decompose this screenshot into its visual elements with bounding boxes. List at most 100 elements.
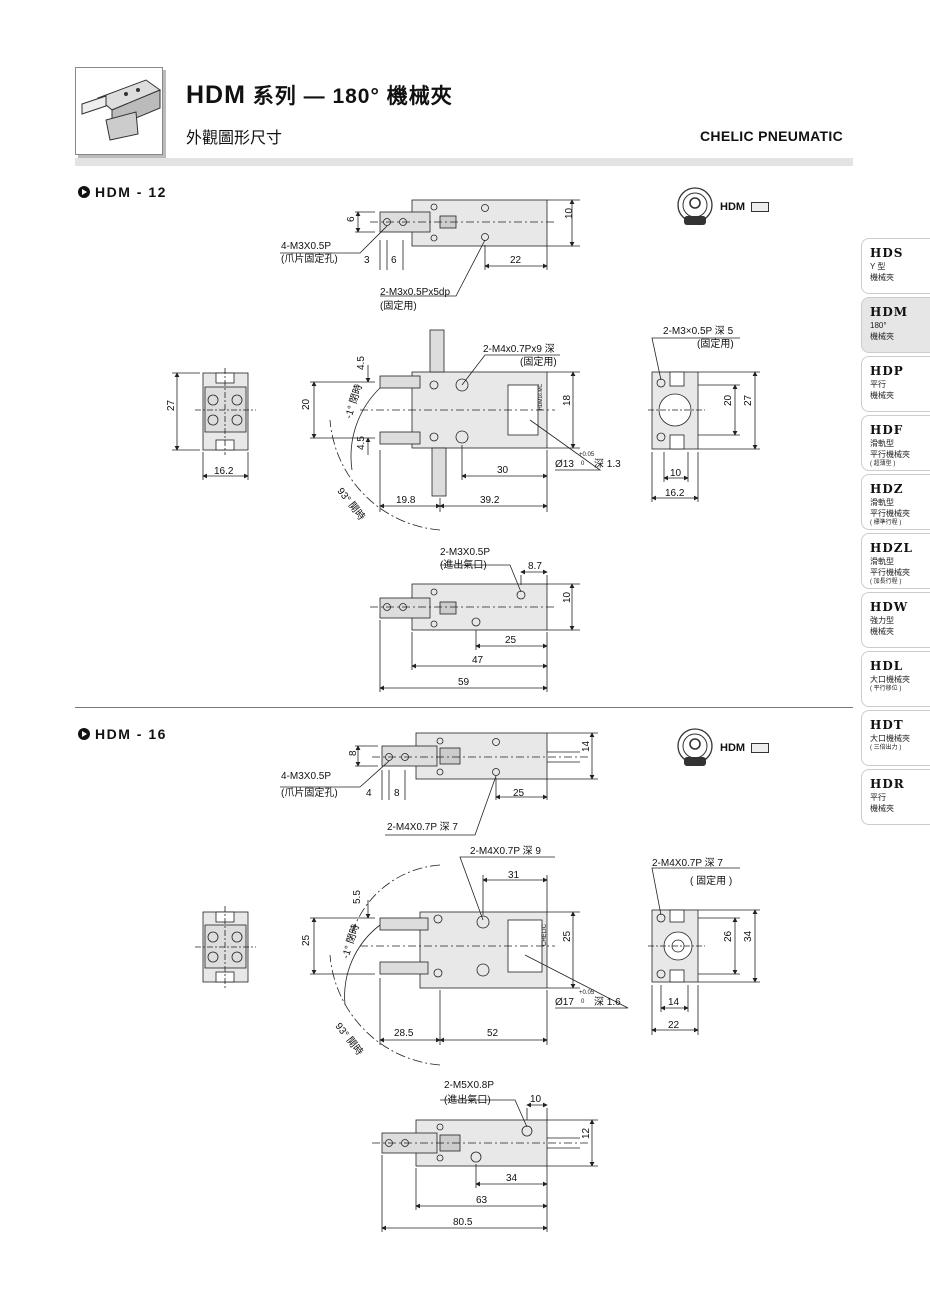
svg-text:34: 34 — [743, 930, 754, 942]
play-circle-icon — [78, 186, 90, 198]
svg-text:22: 22 — [668, 1020, 680, 1031]
svg-text:2-M3x0.5Px5dp: 2-M3x0.5Px5dp — [380, 287, 450, 298]
dimension-drawings: 6 4-M3X0.5P (爪片固定孔) 3 6 22 10 2-M3x0.5Px… — [166, 199, 760, 1232]
svg-text:4.5: 4.5 — [356, 356, 367, 370]
svg-text:27: 27 — [743, 394, 754, 406]
svg-text:4-M3X0.5P: 4-M3X0.5P — [281, 771, 331, 782]
svg-text:(爪片固定孔): (爪片固定孔) — [281, 786, 338, 799]
svg-text:2-M4X0.7P 深 7: 2-M4X0.7P 深 7 — [387, 821, 458, 833]
svg-text:0: 0 — [581, 461, 585, 467]
svg-text:( 固定用 ): ( 固定用 ) — [690, 874, 732, 887]
svg-text:-1° 閉時: -1° 閉時 — [340, 923, 362, 961]
hdm12-top-view — [280, 199, 580, 297]
svg-text:-1° 閉時: -1° 閉時 — [343, 383, 365, 421]
svg-text:27: 27 — [166, 399, 177, 411]
svg-text:(固定用): (固定用) — [520, 355, 557, 368]
play-circle-icon — [78, 728, 90, 740]
svg-text:(爪片固定孔): (爪片固定孔) — [281, 252, 338, 265]
svg-text:47: 47 — [472, 655, 484, 666]
section-title-hdm-12: HDM - 12 — [78, 184, 167, 200]
svg-text:52: 52 — [487, 1028, 499, 1039]
svg-text:深 1.6: 深 1.6 — [594, 996, 621, 1008]
product-thumbnail — [75, 67, 163, 155]
svg-text:5.5: 5.5 — [352, 890, 363, 904]
svg-text:3: 3 — [364, 255, 370, 266]
svg-text:6: 6 — [391, 255, 397, 266]
hdm12-end-view — [648, 337, 760, 502]
svg-text:59: 59 — [458, 677, 470, 688]
svg-text:10: 10 — [562, 591, 573, 603]
svg-text:2-M4X0.7P 深 9: 2-M4X0.7P 深 9 — [470, 845, 541, 857]
svg-text:8: 8 — [394, 788, 400, 799]
svg-text:16.2: 16.2 — [214, 466, 234, 477]
hdm12-side-view — [172, 368, 256, 480]
hdm16-top-view — [280, 732, 598, 836]
svg-text:80.5: 80.5 — [453, 1217, 473, 1228]
svg-text:10: 10 — [530, 1094, 542, 1105]
section-divider — [75, 707, 853, 708]
svg-text:8: 8 — [348, 750, 359, 756]
page-subtitle: 外觀圖形尺寸 — [186, 130, 283, 147]
section-title-hdm-16: HDM - 16 — [78, 726, 167, 742]
svg-text:18: 18 — [562, 394, 573, 406]
sensor-switch-icon — [677, 728, 713, 766]
sensor-logo-hdm-12: HDM — [676, 186, 770, 228]
hdm16-bottom-view — [372, 1099, 598, 1232]
svg-text:31: 31 — [508, 870, 520, 881]
svg-text:20: 20 — [723, 394, 734, 406]
svg-text:16.2: 16.2 — [665, 488, 685, 499]
svg-text:CHELIC: CHELIC — [542, 923, 548, 946]
svg-text:2-M3×0.5P 深 5: 2-M3×0.5P 深 5 — [663, 325, 734, 337]
hdm12-front-view — [310, 329, 602, 531]
svg-text:14: 14 — [581, 740, 592, 752]
svg-text:2-M4x0.7Px9 深: 2-M4x0.7Px9 深 — [483, 343, 555, 355]
svg-text:8.7: 8.7 — [528, 561, 542, 572]
svg-text:(固定用): (固定用) — [697, 337, 734, 350]
svg-text:4: 4 — [366, 788, 372, 799]
svg-text:26: 26 — [723, 930, 734, 942]
svg-text:12: 12 — [581, 1127, 592, 1139]
svg-text:22: 22 — [510, 255, 522, 266]
svg-text:10: 10 — [670, 468, 682, 479]
sensor-box-icon — [751, 202, 770, 212]
svg-text:25: 25 — [513, 788, 525, 799]
svg-text:28.5: 28.5 — [394, 1028, 414, 1039]
svg-text:39.2: 39.2 — [480, 495, 500, 506]
svg-text:+0.05: +0.05 — [579, 452, 595, 458]
svg-text:0: 0 — [581, 999, 585, 1005]
svg-text:2-M4X0.7P 深 7: 2-M4X0.7P 深 7 — [652, 857, 723, 869]
svg-text:(進出氣口): (進出氣口) — [440, 558, 487, 571]
svg-text:(進出氣口): (進出氣口) — [444, 1093, 491, 1106]
gripper-illustration-icon — [81, 79, 162, 141]
svg-text:25: 25 — [562, 930, 573, 942]
sensor-switch-icon — [677, 187, 713, 225]
brand-name: CHELIC PNEUMATIC — [700, 128, 843, 144]
svg-text:63: 63 — [476, 1195, 488, 1206]
svg-text:深 1.3: 深 1.3 — [594, 458, 621, 470]
hdm16-end-view — [648, 867, 760, 1035]
svg-text:10: 10 — [564, 207, 575, 219]
svg-text:6: 6 — [346, 216, 357, 222]
svg-text:2-M3X0.5P: 2-M3X0.5P — [440, 547, 490, 558]
svg-text:30: 30 — [497, 465, 509, 476]
sensor-logo-hdm-16: HDM — [676, 727, 770, 769]
sensor-box-icon — [751, 743, 770, 753]
svg-text:4.5: 4.5 — [356, 436, 367, 450]
svg-text:14: 14 — [668, 997, 680, 1008]
hdm12-bottom-view — [370, 564, 580, 692]
svg-text:Ø17: Ø17 — [555, 997, 574, 1008]
svg-text:93° 開時: 93° 開時 — [335, 486, 368, 523]
svg-text:+0.05: +0.05 — [579, 990, 595, 996]
svg-text:20: 20 — [301, 398, 312, 410]
svg-text:25: 25 — [301, 934, 312, 946]
